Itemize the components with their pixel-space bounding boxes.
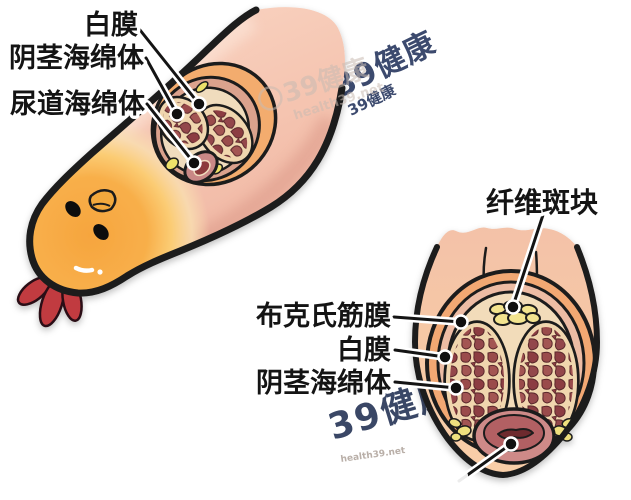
watermark-logo-icon bbox=[258, 86, 283, 111]
yellow-tissue bbox=[164, 157, 180, 171]
label-tunica-albuginea-bottom: 白膜 bbox=[337, 334, 391, 366]
leader-lines bbox=[136, 26, 547, 491]
chick-face bbox=[65, 188, 117, 275]
yellow-tissue-left bbox=[448, 417, 472, 442]
glans-highlight-dot bbox=[97, 269, 103, 275]
leader-dots bbox=[169, 96, 521, 452]
label-bucks-fascia: 布克氏筋膜 bbox=[256, 300, 391, 332]
right-eye bbox=[93, 224, 109, 240]
left-eye bbox=[65, 201, 81, 217]
glans-highlight bbox=[73, 265, 95, 273]
corpus-cavernosum-right-rim bbox=[198, 106, 252, 162]
shaft-outline bbox=[411, 244, 601, 479]
label-tunica-albuginea-top: 白膜 bbox=[84, 9, 138, 41]
label-fibrous-plaque: 纤维斑块 bbox=[486, 186, 598, 219]
urethra-slit bbox=[497, 428, 534, 440]
beak-crease bbox=[92, 202, 111, 207]
leader-fadeout bbox=[445, 471, 469, 491]
label-corpus-spongiosum-top: 尿道海绵体 bbox=[10, 88, 146, 120]
annotations: 白膜 阴茎海绵体 尿道海绵体 纤维斑块 布克氏筋膜 白膜 阴茎海绵体 bbox=[6, 6, 602, 491]
label-corpus-cavernosum-bottom: 阴茎海绵体 bbox=[256, 368, 392, 399]
beak-icon bbox=[88, 188, 117, 213]
label-corpus-cavernosum-top: 阴茎海绵体 bbox=[9, 43, 145, 74]
watermark-url-text: health39.net bbox=[340, 446, 407, 465]
shaft-outline bbox=[26, 6, 346, 297]
yellow-tissue bbox=[195, 81, 209, 93]
